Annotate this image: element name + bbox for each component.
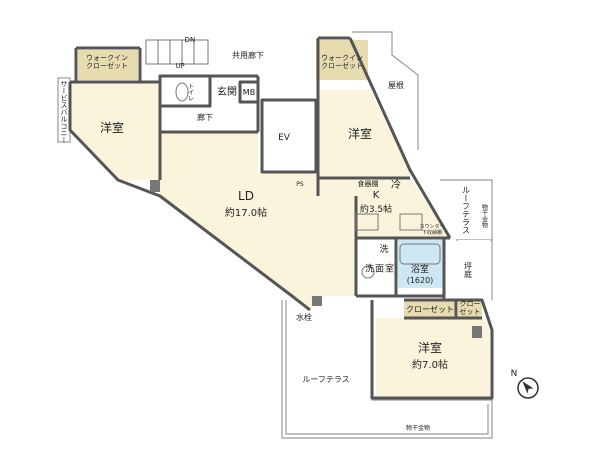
label-youshitsu-left: 洋室 [100,120,124,135]
label-closet-b: クローゼット [460,300,481,316]
label-genkan: 玄関 [217,85,237,98]
closet-a-area [404,300,456,318]
label-wic-right: ウォークインクローゼット [321,54,363,70]
label-roof-terrace-bottom: ルーフテラス [302,375,349,384]
kitchen-sink-icon [355,213,423,231]
label-ps: PS [296,181,304,188]
compass-icon [517,377,539,399]
label-yokushitsu-size: (1620) [407,276,434,285]
label-up: UP [175,62,184,70]
label-service-balcony: サービスバルコニー [60,81,68,144]
label-mb: MB [243,88,255,97]
label-sen: 洗 [379,243,388,255]
label-north: N [511,369,518,379]
youshitsu-left-area [70,82,160,180]
label-monohoshi-right: 物干金物 [481,203,488,229]
label-kyoyou-rouka: 共用廊下 [232,50,264,60]
stairs [145,39,209,65]
label-yane: 屋根 [388,80,404,90]
bathtub-icon [399,243,441,265]
walls [68,36,494,400]
label-k-size: 約3.5帖 [360,203,392,215]
tsubo-niwa-area [458,240,490,298]
senmen-area [356,240,396,296]
label-rouka: 廊下 [197,112,213,122]
label-youshitsu-right: 洋室 [348,126,372,141]
label-monohoshi-bottom: 物干金物 [406,424,430,432]
label-dn: DN [185,36,196,44]
label-ev: EV [278,133,291,143]
label-youshitsu-bottom-size: 約7.0帖 [412,358,448,371]
closet-b-area [458,300,482,318]
label-ld-size: 約17.0帖 [225,206,267,219]
label-k: K [373,190,380,201]
label-roof-terrace-right: ルーフテラス [462,186,471,234]
label-shokkidana: 食器棚 [358,179,379,188]
label-suisen: 水栓 [296,312,312,322]
label-yokushitsu: 浴室 [411,263,429,275]
labels: ウォークインクローゼットウォークインクローゼットサービスバルコニー洋室洋室共用廊… [60,36,517,432]
yane-outline [352,31,419,150]
youshitsu-right-area [318,90,410,178]
label-counter: カウンター下収納棚 [419,223,444,236]
room-fills [70,40,490,398]
ld-area [160,132,356,310]
label-toilet: トイレ [187,83,194,101]
label-wic-left: ウォークインクローゼット [86,54,128,70]
washbasin-icon [361,265,375,279]
youshitsu-bottom-area [376,318,490,398]
label-senmen: 洗面室 [363,262,394,273]
kitchen-area [318,178,450,238]
wic-left-area [78,50,138,80]
label-tsubo-niwa: 坪庭 [464,262,473,279]
label-youshitsu-bottom: 洋室 [418,340,442,355]
label-closet-a: クローゼット [406,304,454,314]
toilet-icon [175,82,189,102]
label-rei: 冷 [391,178,401,191]
pillars [150,180,482,338]
label-ld: LD [238,189,254,203]
